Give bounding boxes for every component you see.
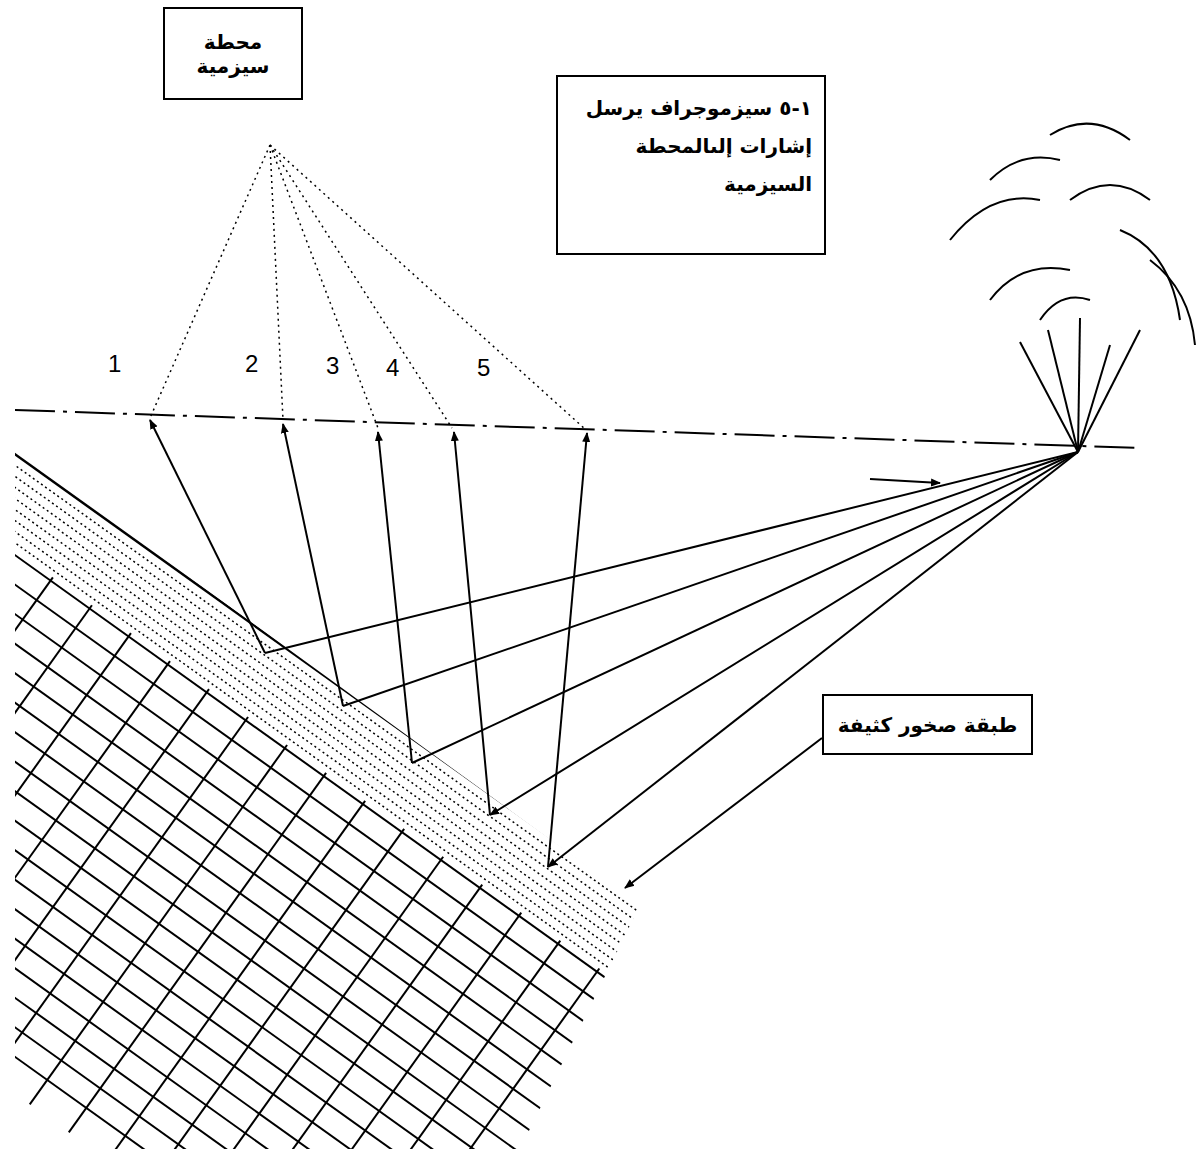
layer-stroke: [0, 549, 14, 908]
signal-lines: [150, 145, 585, 429]
layer-stroke: [0, 552, 493, 1149]
layer-stroke: [0, 416, 591, 1056]
layer-stroke: [378, 432, 412, 763]
layer-stroke: [412, 452, 1078, 763]
layer-stroke: [225, 885, 482, 1149]
label-box: محطة سيزمية: [163, 7, 303, 100]
layer-stroke: [0, 464, 665, 953]
layer-stroke: [283, 424, 343, 706]
layer-stroke: [0, 435, 577, 1075]
layer-stroke: [548, 433, 587, 867]
layer-stroke: [150, 420, 265, 653]
callout-number: 5: [477, 354, 490, 382]
box-text: محطة سيزمية: [173, 30, 293, 78]
layer-stroke: [343, 452, 1078, 706]
layer-stroke: [0, 591, 465, 1149]
layer-stroke: [0, 689, 395, 1149]
rock-layer: [0, 290, 680, 1149]
seismic-rays: [150, 420, 1078, 867]
layer-stroke: [0, 486, 649, 975]
callout-number: 2: [245, 350, 258, 378]
layer-stroke: [0, 633, 131, 992]
layer-stroke: [0, 605, 92, 964]
layer-stroke: [0, 449, 675, 938]
layer-stroke: [0, 650, 423, 1149]
layer-stroke: [0, 478, 654, 967]
layer-stroke: [186, 857, 443, 1149]
layer-stroke: [0, 661, 170, 1020]
layer-stroke: [0, 471, 660, 960]
box-text: طبقة صخور كثيفة: [832, 713, 1023, 737]
layer-stroke: [0, 572, 479, 1149]
layer-stroke: [265, 452, 1078, 653]
label-box: طبقة صخور كثيفة: [822, 694, 1033, 755]
layer-stroke: [264, 913, 521, 1149]
layer-stroke: [303, 941, 560, 1149]
layer-stroke: [0, 717, 248, 1076]
box-text: ١-٥ سيزموجراف يرسل إشارات إلىالمحطة السي…: [570, 89, 812, 203]
layer-stroke: [0, 494, 535, 1134]
callout-number: 3: [326, 352, 339, 380]
leader-arrow: [625, 738, 822, 888]
ground-surface: [15, 410, 1140, 448]
layer-stroke: [0, 357, 633, 997]
layer-stroke: [30, 745, 287, 1104]
layer-stroke: [108, 801, 365, 1149]
layer-stroke: [0, 500, 639, 989]
callout-number: 1: [108, 350, 121, 378]
explosion-source: [950, 124, 1195, 452]
layer-stroke: [69, 773, 326, 1132]
layer-stroke: [0, 630, 437, 1149]
layer-stroke: [0, 577, 53, 936]
layer-stroke: [0, 533, 507, 1149]
layer-stroke: [490, 452, 1078, 815]
layer-stroke: [0, 377, 619, 1017]
direction-arrow: [870, 479, 940, 483]
layer-stroke: [342, 969, 599, 1149]
layer-stroke: [0, 669, 409, 1149]
layer-stroke: [0, 689, 209, 1048]
layer-stroke: [454, 432, 490, 815]
layer-stroke: [548, 452, 1078, 867]
caption-box: ١-٥ سيزموجراف يرسل إشارات إلىالمحطة السي…: [556, 75, 826, 255]
layer-stroke: [147, 829, 404, 1149]
callout-number: 4: [386, 354, 399, 382]
